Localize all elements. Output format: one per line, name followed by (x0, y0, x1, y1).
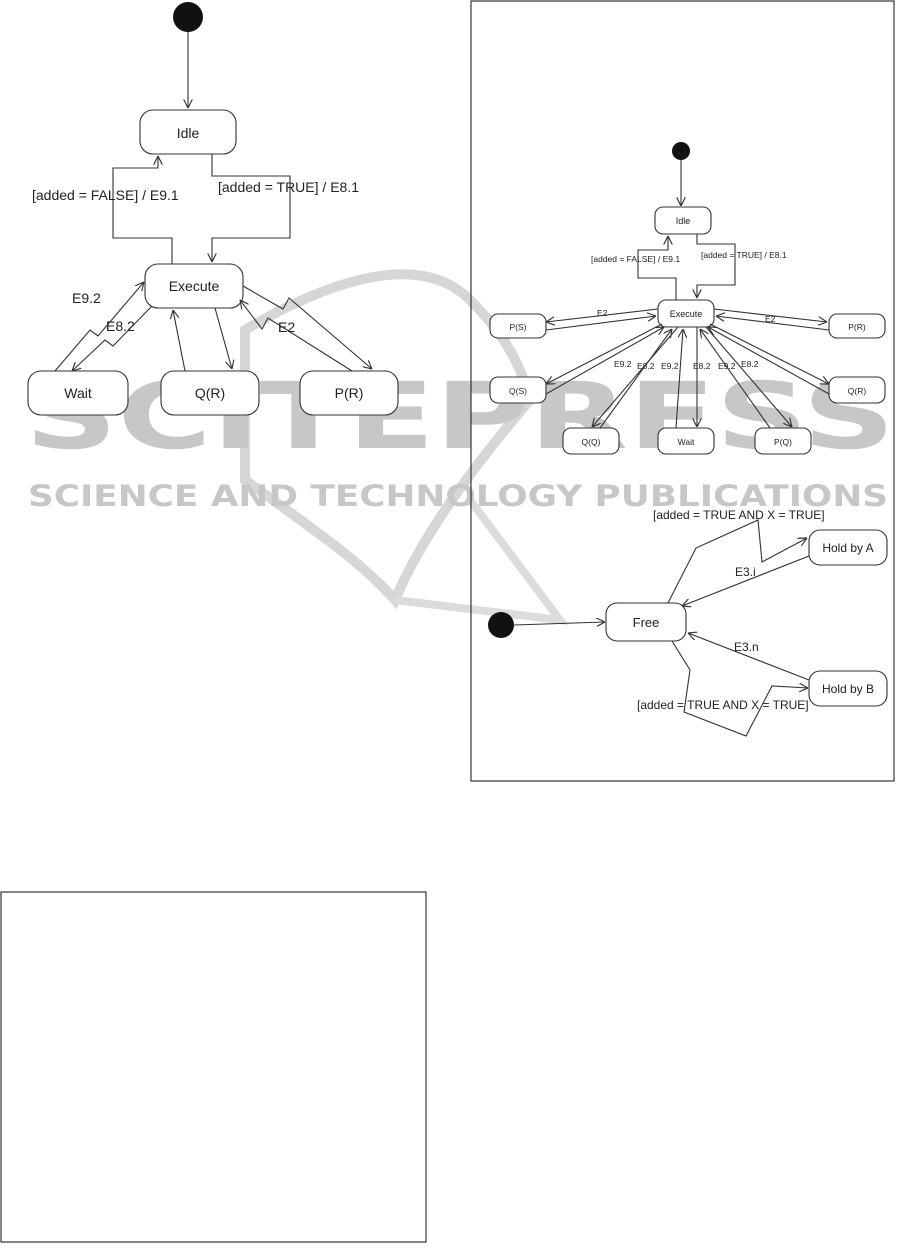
state-p-r-b[interactable] (828, 313, 886, 339)
guard-true-label: [added = TRUE] / E8.1 (218, 179, 359, 195)
state-execute-b-label: Execute (670, 309, 703, 319)
state-free-label: Free (633, 615, 660, 630)
event-e2-left-label: E2 (597, 308, 608, 318)
state-wait-b-label: Wait (678, 437, 695, 447)
state-p-r[interactable] (299, 370, 399, 416)
transition-initial-free (513, 622, 605, 625)
transition-true (212, 154, 291, 262)
transition-hold-b-free (688, 633, 810, 681)
transition-b-qs-in (545, 327, 664, 395)
diagram-b: Idle [added = FALSE] / E9.1 [added = TRU… (489, 142, 886, 455)
state-idle-b[interactable] (654, 206, 712, 235)
state-wait-label: Wait (64, 385, 92, 401)
event-e3n-label: E3.n (734, 640, 759, 654)
initial-state-b (672, 142, 690, 160)
transition-b-pr-out (713, 308, 827, 322)
state-q-r-b[interactable] (828, 376, 886, 404)
state-idle-b-label: Idle (676, 216, 691, 226)
diagram-a: Idle [added = FALSE] / E9.1 [added = TRU… (27, 2, 399, 416)
state-free[interactable] (605, 602, 687, 642)
guard-false-b-label: [added = FALSE] / E9.1 (591, 254, 680, 264)
transition-b-qq-out (592, 326, 679, 427)
transition-b-wait-in (675, 329, 683, 429)
event-e92-label: E9.2 (72, 290, 101, 306)
state-q-r[interactable] (160, 370, 260, 416)
watermark-swoosh-tail (394, 497, 569, 626)
state-execute-label: Execute (169, 278, 220, 294)
state-execute-b[interactable] (657, 299, 715, 328)
state-q-r-label: Q(R) (195, 385, 225, 401)
initial-state-c (488, 612, 514, 638)
event-e92-a-label: E9.2 (614, 359, 632, 369)
state-q-s[interactable] (489, 376, 547, 404)
watermark-swoosh (240, 269, 536, 610)
state-idle-label: Idle (177, 125, 200, 141)
transition-b-pq-out (705, 326, 792, 427)
state-p-s[interactable] (489, 313, 547, 339)
event-e92-c-label: E9.2 (718, 361, 736, 371)
bottom-left-frame (0, 891, 427, 1243)
state-hold-b[interactable] (808, 670, 888, 707)
event-e82-label: E8.2 (106, 318, 135, 334)
state-wait-b[interactable] (657, 427, 715, 455)
transition-hold-a-free (682, 555, 810, 606)
transition-q-execute (173, 310, 186, 372)
transition-false-b (637, 236, 677, 300)
state-p-s-label: P(S) (510, 322, 527, 332)
transition-execute-q (214, 307, 232, 369)
event-e82-c-label: E8.2 (741, 359, 759, 369)
transition-b-pr-in (716, 316, 830, 331)
state-p-r-label: P(R) (335, 385, 364, 401)
transition-b-qr-out (709, 323, 829, 384)
event-e2-right-label: E2 (765, 314, 776, 324)
diagram-c: Free Hold by A Hold by B [added = TRUE A… (488, 508, 888, 737)
transition-free-hold-a (667, 519, 807, 604)
state-q-q[interactable] (562, 427, 620, 455)
transition-p-execute (240, 300, 353, 372)
transition-b-ps-out (546, 308, 659, 322)
state-p-q[interactable] (754, 427, 812, 455)
right-frame (470, 0, 895, 782)
state-q-s-label: Q(S) (509, 386, 527, 396)
state-q-q-label: Q(Q) (582, 437, 601, 447)
state-p-q-label: P(Q) (774, 437, 792, 447)
event-e2-label: E2 (278, 319, 295, 335)
event-e92-b-label: E9.2 (661, 361, 679, 371)
event-e3i-label: E3.i (735, 565, 756, 579)
guard-true-b-label: [added = TRUE] / E8.1 (701, 250, 787, 260)
guard-b-label: [added = TRUE AND X = TRUE] (637, 698, 809, 712)
event-e82-b-label: E8.2 (693, 361, 711, 371)
transition-wait-execute (54, 282, 144, 372)
guard-a-label: [added = TRUE AND X = TRUE] (653, 508, 825, 522)
transition-b-qr-in (708, 327, 830, 395)
transition-free-hold-b (671, 640, 808, 737)
transition-b-ps-in (545, 316, 656, 331)
watermark-tagline: SCIENCE AND TECHNOLOGY PUBLICATIONS (28, 479, 888, 513)
transition-b-qs-out (546, 323, 663, 384)
transition-execute-p (242, 285, 372, 369)
state-idle[interactable] (139, 109, 237, 155)
transition-execute-wait (72, 305, 153, 371)
state-hold-a-label: Hold by A (822, 541, 873, 555)
state-hold-b-label: Hold by B (822, 682, 874, 696)
transition-b-pq-in (700, 329, 771, 429)
transition-true-b (697, 234, 736, 298)
state-hold-a[interactable] (808, 529, 888, 566)
event-e82-a-label: E8.2 (637, 361, 655, 371)
guard-false-label: [added = FALSE] / E9.1 (32, 187, 179, 203)
state-q-r-b-label: Q(R) (848, 386, 867, 396)
initial-state (173, 2, 203, 32)
transition-b-qq-in (599, 329, 672, 429)
state-p-r-b-label: P(R) (848, 322, 866, 332)
transition-false (112, 156, 173, 264)
